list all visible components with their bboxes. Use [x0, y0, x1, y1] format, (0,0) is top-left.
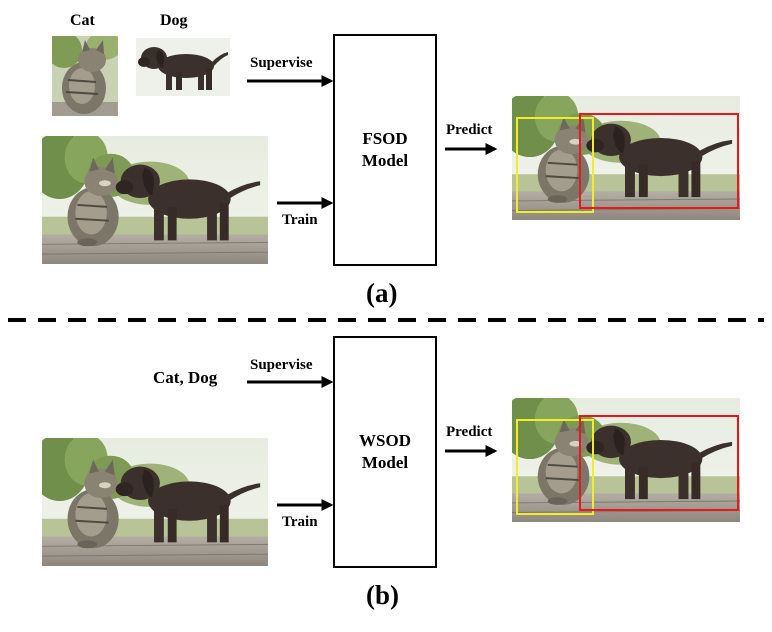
caption-a: (a) [366, 278, 398, 308]
predict-label-a: Predict [446, 122, 493, 138]
predict-arrow-b [445, 445, 498, 457]
supervise-arrow-a [247, 75, 334, 87]
fsod-model-box: FSOD Model [333, 34, 437, 266]
support-cat-image [52, 36, 118, 116]
wsod-model-box: WSOD Model [333, 336, 437, 568]
supervise-label-a: Supervise [250, 55, 313, 71]
dog-bounding-box-a [579, 113, 739, 209]
predict-arrow-a [445, 143, 498, 155]
predict-label-b: Predict [446, 424, 493, 440]
cat-bounding-box-b [516, 419, 594, 515]
train-label-b: Train [282, 514, 318, 530]
weak-labels: Cat, Dog [153, 368, 218, 387]
dashed-divider [8, 318, 764, 322]
caption-b: (b) [366, 580, 399, 610]
cat-class-label: Cat [70, 12, 95, 29]
supervise-arrow-b [247, 376, 334, 388]
train-arrow-a [277, 197, 334, 209]
train-image-b [42, 438, 268, 566]
support-dog-image [136, 38, 230, 96]
model-name-a: FSOD [362, 129, 408, 148]
supervise-label-b: Supervise [250, 357, 313, 373]
dog-bounding-box-b [579, 415, 739, 511]
model-name-b: WSOD [359, 431, 411, 450]
train-arrow-b [277, 499, 334, 511]
dog-class-label: Dog [160, 12, 188, 29]
train-image-a [42, 136, 268, 264]
model-word-a: Model [361, 151, 409, 170]
train-label-a: Train [282, 212, 318, 228]
cat-bounding-box-a [516, 117, 594, 213]
model-word-b: Model [361, 453, 409, 472]
